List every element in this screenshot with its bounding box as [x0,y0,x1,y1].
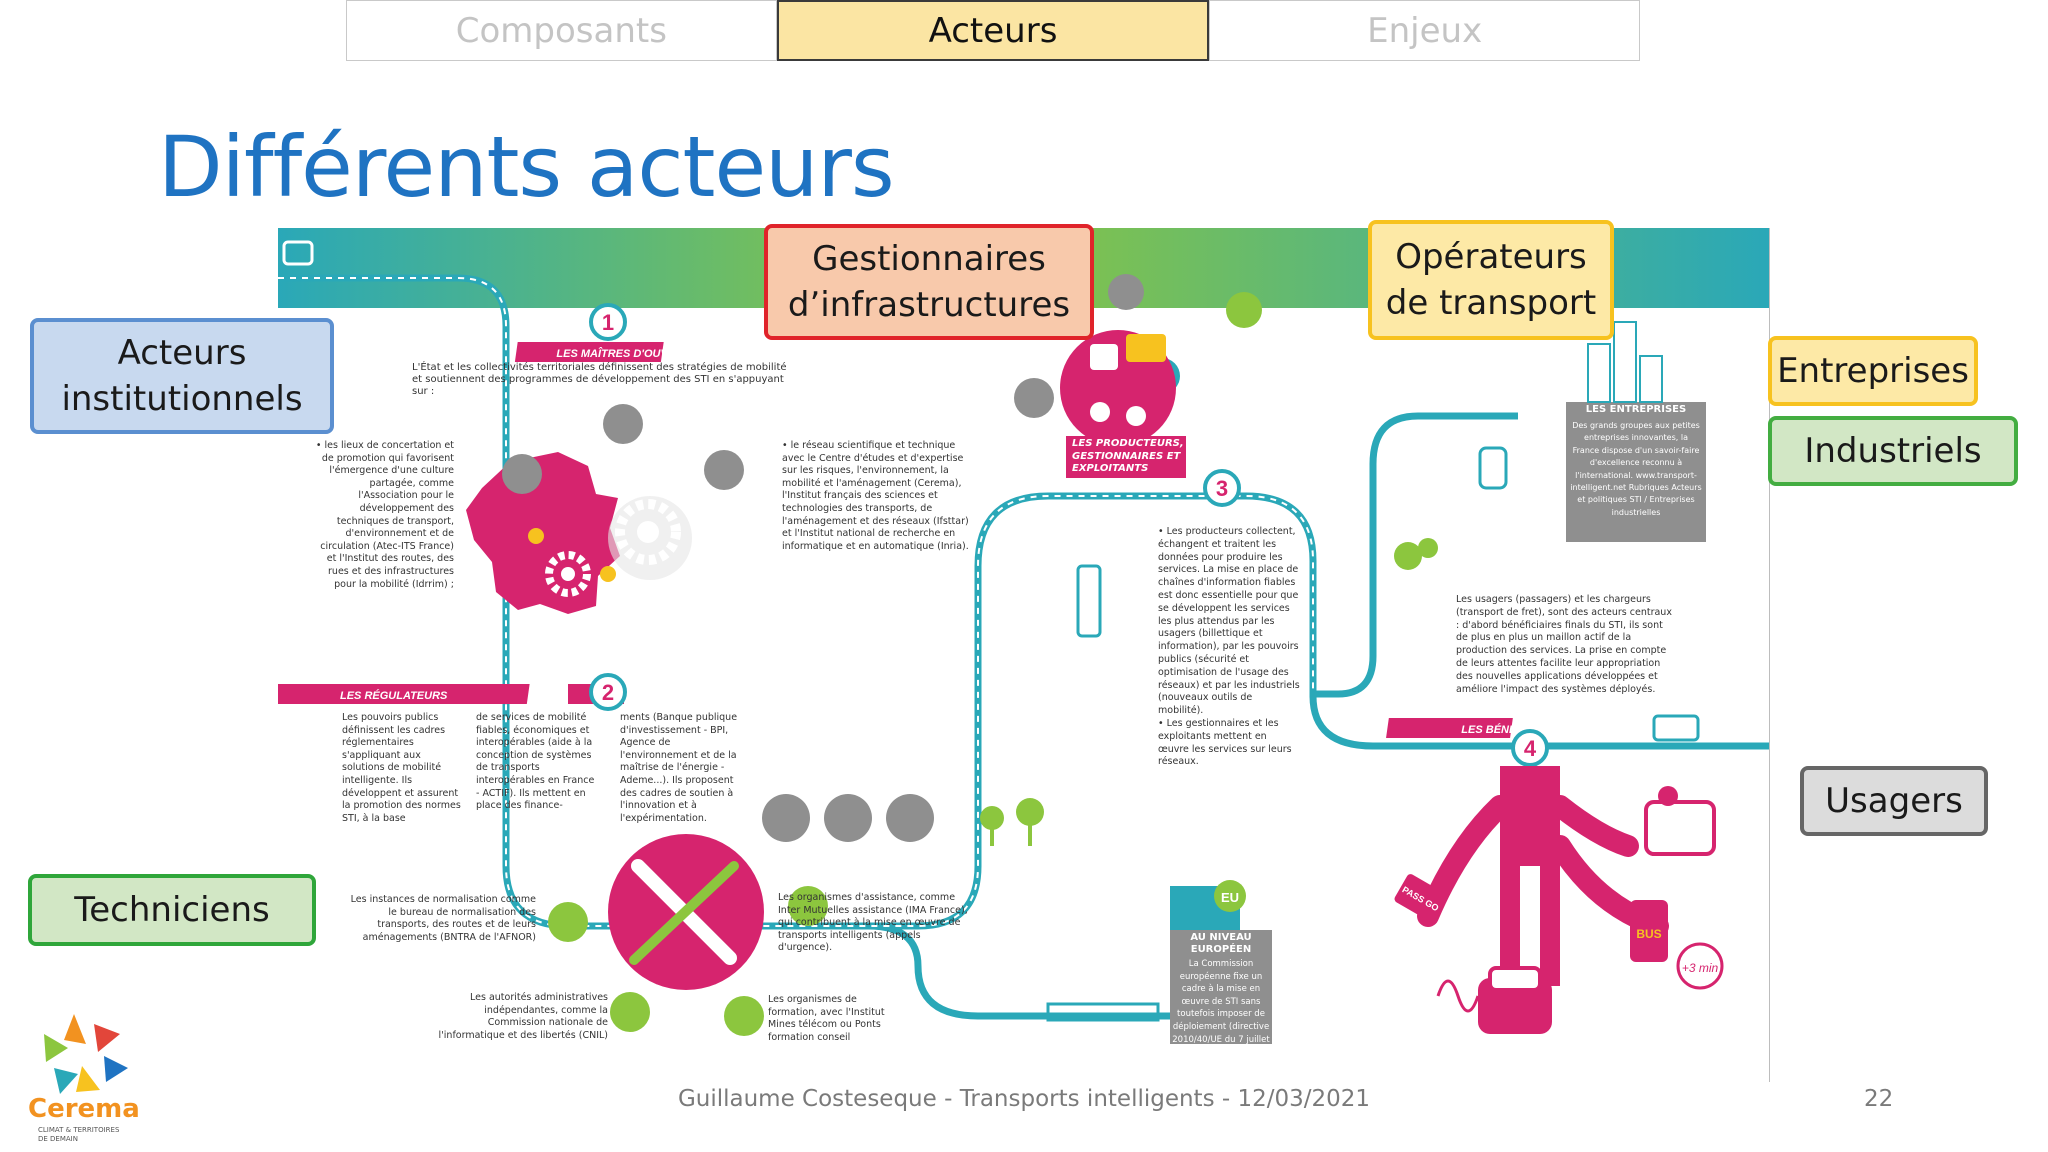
logo-name: Cerema [28,1094,140,1124]
s1-heading: LES MAÎTRES D'OUVRAGE [556,347,700,360]
section-tabs: Composants Acteurs Enjeux [346,0,1641,61]
actors-infographic: 1 LES MAÎTRES D'OUVRAGE LES RÉGULATEURS … [278,226,1770,1082]
s3-heading-bg [1066,436,1186,478]
tab-enjeux[interactable]: Enjeux [1209,0,1641,61]
step-2-number: 2 [602,680,614,705]
label-operateurs-transport: Opérateurs de transport [1368,220,1614,340]
step-3-badge [1203,469,1241,507]
label-acteurs-institutionnels: Acteurs institutionnels [30,318,334,434]
label-industriels: Industriels [1768,416,2018,486]
s4-heading: LES BÉNÉFICIAIRES [1461,723,1571,736]
ent-heading: LES ENTREPRISES [1585,404,1687,415]
ent-text: Des grands groupes aux petites entrepris… [1570,421,1702,517]
s3-gestionnaires: • Les gestionnaires et les exploitants m… [1158,718,1292,768]
time-badge-text: +3 min [1682,961,1719,975]
s2-assistance: Les organismes d'assistance, comme Inter… [778,892,968,954]
page-number: 22 [1864,1086,1894,1112]
s1-right-text: • le réseau scientifique et technique av… [782,440,969,552]
s2-normalisation: Les instances de normalisation comme le … [350,894,536,943]
slide-title: Différents acteurs [158,118,895,216]
cerema-logo [44,1014,128,1094]
step-3-number: 3 [1216,476,1228,501]
step-1-number: 1 [602,310,614,335]
eu-flag [1214,880,1246,912]
s2-col2: de services de mobilité fiables, économi… [476,712,595,812]
eu-heading: AU NIVEAU EUROPÉEN [1190,932,1252,955]
tab-acteurs[interactable]: Acteurs [776,0,1210,61]
eu-badge-text: EU [1221,890,1239,905]
map-phone [1644,800,1716,856]
step-4-number: 4 [1524,736,1537,761]
bus-label: BUS [1636,927,1661,941]
eu-box [1170,930,1272,1044]
logo-tagline: CLIMAT & TERRITOIRES DE DEMAIN [38,1126,120,1143]
s3-producteurs: • Les producteurs collectent, échangent … [1158,526,1300,717]
step-4-badge [1511,729,1549,767]
s3-heading: LES PRODUCTEURS, GESTIONNAIRES ET EXPLOI… [1072,438,1184,474]
label-gestionnaires-infrastructures: Gestionnaires d’infrastructures [764,224,1094,340]
label-usagers: Usagers [1800,766,1988,836]
label-techniciens: Techniciens [28,874,316,946]
s1-intro: L'État et les collectivités territoriale… [412,362,787,397]
bus-phone [1630,900,1668,962]
s2-col1: Les pouvoirs publics définissent les cad… [342,712,461,824]
s2-col3: ments (Banque publique d'investissement … [620,712,738,824]
footer-text: Guillaume Costeseque - Transports intell… [677,1086,1371,1112]
label-entreprises: Entreprises [1768,336,1978,406]
step-1-badge [589,303,627,341]
eu-text: La Commission européenne fixe un cadre à… [1172,959,1270,1058]
step-2-badge [589,673,627,711]
beneficiary-figure [1500,766,1560,986]
s1-left-text: • les lieux de concertation et de promot… [315,440,454,590]
entreprises-box [1566,402,1706,542]
s2-heading: LES RÉGULATEURS [340,689,448,702]
tab-composants[interactable]: Composants [346,0,777,61]
pass-card [1394,874,1448,922]
s2-formation: Les organismes de formation, avec l'Inst… [768,994,885,1043]
s4-text: Les usagers (passagers) et les chargeurs… [1456,594,1672,695]
s2-autorites: Les autorités administratives indépendan… [438,992,608,1041]
